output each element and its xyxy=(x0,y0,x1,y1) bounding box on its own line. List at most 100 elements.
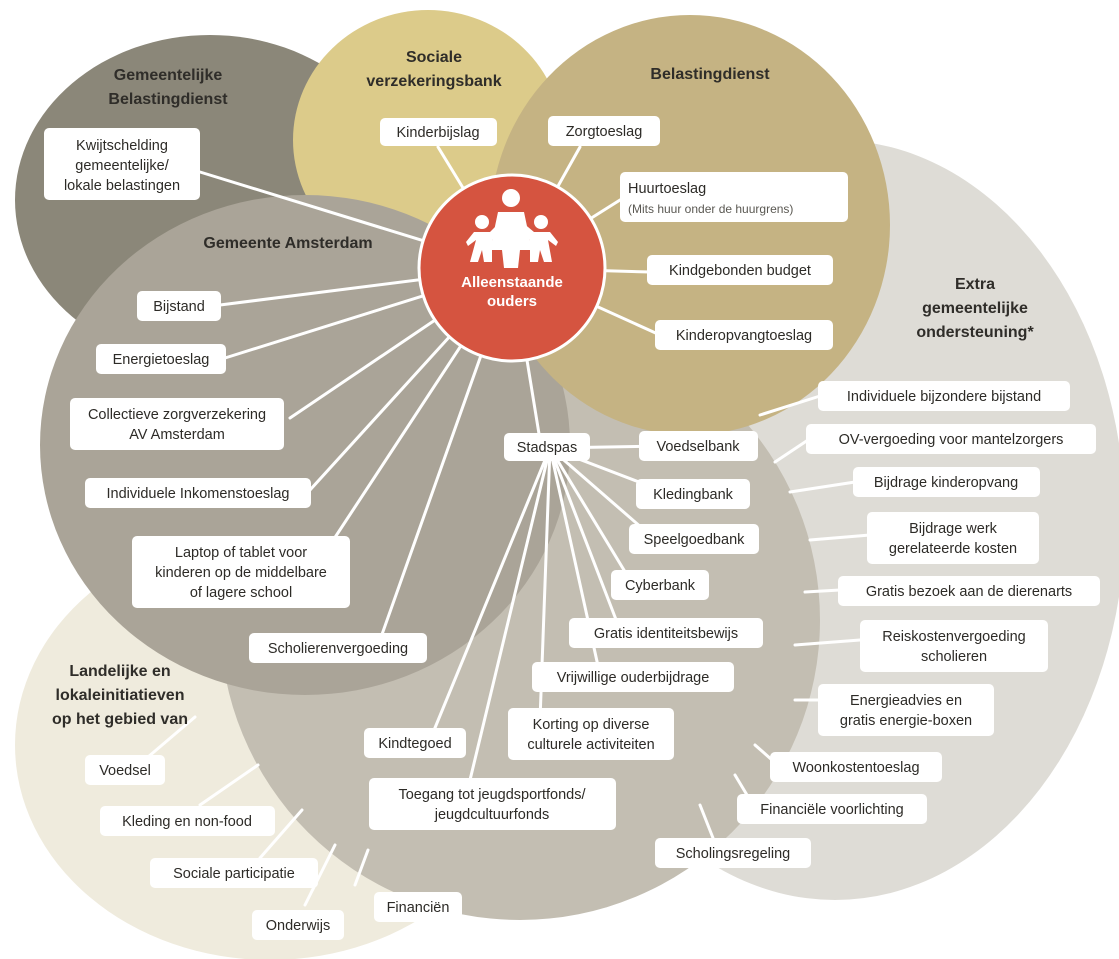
reiskosten-line2: scholieren xyxy=(921,649,987,665)
item-dierenarts[interactable]: Gratis bezoek aan de dierenarts xyxy=(838,576,1100,606)
item-stadspas[interactable]: Stadspas xyxy=(504,433,590,461)
item-individuele-bijzondere-bijstand[interactable]: Individuele bijzondere bijstand xyxy=(818,381,1070,411)
item-gratis-identiteitsbewijs[interactable]: Gratis identiteitsbewijs xyxy=(569,618,763,648)
item-huurtoeslag[interactable]: Huurtoeslag (Mits huur onder de huurgren… xyxy=(620,172,848,222)
item-bijdrage-kinderopvang[interactable]: Bijdrage kinderopvang xyxy=(853,467,1040,497)
line-toegang xyxy=(468,446,552,782)
korting-line2: culturele activiteiten xyxy=(527,737,654,753)
item-toegang-jeugdfonds[interactable]: Toegang tot jeugdsportfonds/ jeugdcultuu… xyxy=(369,778,616,830)
item-bijdrage-werk[interactable]: Bijdrage werk gerelateerde kosten xyxy=(867,512,1039,564)
line-woonkosten xyxy=(753,743,774,762)
heading-belastingdienst: Belastingdienst xyxy=(650,66,770,83)
kwijtschelding-line3: lokale belastingen xyxy=(64,178,180,194)
gb-title-line2: Belastingdienst xyxy=(108,91,228,108)
cyberbank-label: Cyberbank xyxy=(625,578,696,594)
line-scholing xyxy=(698,803,715,840)
kleding-label: Kleding en non-food xyxy=(122,814,252,830)
item-financien[interactable]: Financiën xyxy=(374,892,462,922)
item-scholingsregeling[interactable]: Scholingsregeling xyxy=(655,838,811,868)
line-kleding xyxy=(198,763,260,807)
line-sociale xyxy=(258,808,304,860)
stadspas-label: Stadspas xyxy=(517,440,577,456)
item-kindgebonden-budget[interactable]: Kindgebonden budget xyxy=(647,255,833,285)
item-cyberbank[interactable]: Cyberbank xyxy=(611,570,709,600)
iit-label: Individuele Inkomenstoeslag xyxy=(107,486,290,502)
heading-extra-gemeentelijke: Extra gemeentelijke ondersteuning* xyxy=(916,276,1034,341)
speelgoedbank-label: Speelgoedbank xyxy=(644,532,746,548)
item-energieadvies[interactable]: Energieadvies en gratis energie-boxen xyxy=(818,684,994,736)
item-individuele-inkomenstoeslag[interactable]: Individuele Inkomenstoeslag xyxy=(85,478,311,508)
bd-title: Belastingdienst xyxy=(650,66,770,83)
financiele-label: Financiële voorlichting xyxy=(760,802,903,818)
kinderbijslag-label: Kinderbijslag xyxy=(396,125,479,141)
item-voedselbank[interactable]: Voedselbank xyxy=(639,431,758,461)
line-bijdrage-ko xyxy=(788,480,857,494)
line-kindtegoed xyxy=(428,446,552,742)
laptop-line1: Laptop of tablet voor xyxy=(175,545,307,561)
toegang-line2: jeugdcultuurfonds xyxy=(434,807,549,823)
item-scholierenvergoeding[interactable]: Scholierenvergoeding xyxy=(249,633,427,663)
reiskosten-line1: Reiskostenvergoeding xyxy=(882,629,1025,645)
voedselbank-label: Voedselbank xyxy=(656,439,740,455)
land-title-line3: op het gebied van xyxy=(52,711,188,728)
item-reiskostenvergoeding[interactable]: Reiskostenvergoeding scholieren xyxy=(860,620,1048,672)
item-kledingbank[interactable]: Kledingbank xyxy=(636,479,750,509)
laptop-line2: kinderen op de middelbare xyxy=(155,565,327,581)
item-woonkostentoeslag[interactable]: Woonkostentoeslag xyxy=(770,752,942,782)
kindtegoed-label: Kindtegoed xyxy=(378,736,451,752)
vrijwillige-label: Vrijwillige ouderbijdrage xyxy=(557,670,710,686)
item-kinderopvangtoeslag[interactable]: Kinderopvangtoeslag xyxy=(655,320,833,350)
toegang-line1: Toegang tot jeugdsportfonds/ xyxy=(398,787,586,803)
heading-svb: Sociale verzekeringsbank xyxy=(366,49,501,90)
woonkosten-label: Woonkostentoeslag xyxy=(792,760,919,776)
kledingbank-label: Kledingbank xyxy=(653,487,734,503)
zorgtoeslag-label: Zorgtoeslag xyxy=(566,124,643,140)
extra-title-line1: Extra xyxy=(955,276,995,293)
item-kindtegoed[interactable]: Kindtegoed xyxy=(364,728,466,758)
line-ibb xyxy=(758,394,822,417)
item-sociale-participatie[interactable]: Sociale participatie xyxy=(150,858,318,888)
line-dierenarts xyxy=(803,588,842,594)
sociale-label: Sociale participatie xyxy=(173,866,295,882)
item-voedsel[interactable]: Voedsel xyxy=(85,755,165,785)
line-reiskosten xyxy=(793,638,862,647)
item-onderwijs[interactable]: Onderwijs xyxy=(252,910,344,940)
line-gratis-id xyxy=(548,446,622,632)
item-laptop-tablet[interactable]: Laptop of tablet voor kinderen op de mid… xyxy=(132,536,350,608)
dierenarts-label: Gratis bezoek aan de dierenarts xyxy=(866,584,1072,600)
energieadvies-line2: gratis energie-boxen xyxy=(840,713,972,729)
item-financiele-voorlichting[interactable]: Financiële voorlichting xyxy=(737,794,927,824)
item-zorgtoeslag[interactable]: Zorgtoeslag xyxy=(548,116,660,146)
svb-title-line1: Sociale xyxy=(406,49,462,66)
extra-title-line2: gemeentelijke xyxy=(922,300,1028,317)
line-voedsel xyxy=(146,715,197,759)
item-kwijtschelding[interactable]: Kwijtschelding gemeentelijke/ lokale bel… xyxy=(44,128,200,200)
land-title-line1: Landelijke en xyxy=(69,663,170,680)
collectieve-line1: Collectieve zorgverzekering xyxy=(88,407,266,423)
onderwijs-label: Onderwijs xyxy=(266,918,330,934)
item-kinderbijslag[interactable]: Kinderbijslag xyxy=(380,118,497,146)
gb-title-line1: Gemeentelijke xyxy=(114,67,223,84)
ibb-label: Individuele bijzondere bijstand xyxy=(847,389,1041,405)
bijdrage-werk-line2: gerelateerde kosten xyxy=(889,541,1017,557)
bijdrage-ko-label: Bijdrage kinderopvang xyxy=(874,475,1018,491)
item-speelgoedbank[interactable]: Speelgoedbank xyxy=(629,524,759,554)
line-bijdrage-werk xyxy=(808,533,872,542)
bijdrage-werk-line1: Bijdrage werk xyxy=(909,521,998,537)
huurtoeslag-label: Huurtoeslag xyxy=(628,181,706,197)
item-korting-cultureel[interactable]: Korting op diverse culturele activiteite… xyxy=(508,708,674,760)
line-cyberbank xyxy=(548,446,632,582)
laptop-line3: of lagere school xyxy=(190,585,292,601)
voedsel-label: Voedsel xyxy=(99,763,151,779)
item-vrijwillige-ouderbijdrage[interactable]: Vrijwillige ouderbijdrage xyxy=(532,662,734,692)
item-kleding-nonfood[interactable]: Kleding en non-food xyxy=(100,806,275,836)
item-bijstand[interactable]: Bijstand xyxy=(137,291,221,321)
land-title-line2: lokaleinitiatieven xyxy=(56,687,185,704)
hub-label-line1: Alleenstaande xyxy=(461,274,563,291)
item-energietoeslag[interactable]: Energietoeslag xyxy=(96,344,226,374)
collectieve-line2: AV Amsterdam xyxy=(129,427,225,443)
item-collectieve-zorgverzekering[interactable]: Collectieve zorgverzekering AV Amsterdam xyxy=(70,398,284,450)
scholing-label: Scholingsregeling xyxy=(676,846,790,862)
item-ov-vergoeding[interactable]: OV-vergoeding voor mantelzorgers xyxy=(806,424,1096,454)
